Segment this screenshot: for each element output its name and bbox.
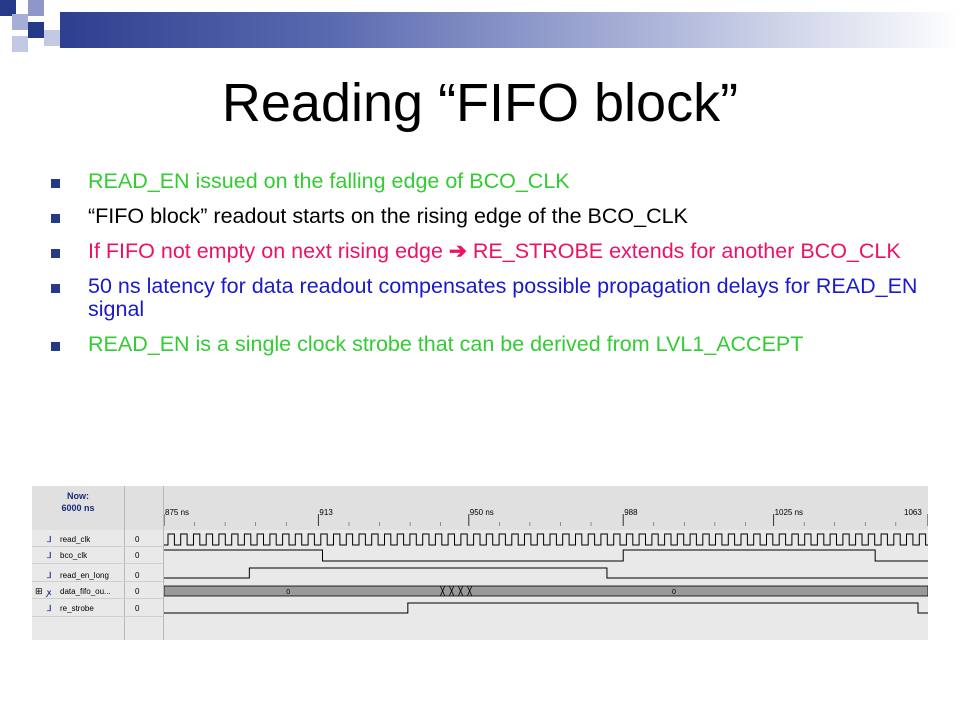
signal-name: data_fifo_ou...: [60, 587, 111, 596]
row-separator: [32, 581, 163, 582]
signal-row-read-en-long[interactable]: ⅃ read_en_long 0: [32, 568, 928, 583]
time-tick-label: 1025 ns: [774, 508, 804, 517]
signal-name: read_en_long: [60, 571, 109, 580]
row-separator: [32, 546, 163, 547]
bullet-text: READ_EN issued on the falling edge of BC…: [88, 169, 570, 193]
bullet-text-before: If FIFO not empty on next rising edge: [88, 239, 449, 263]
bullet-item: 50 ns latency for data readout compensat…: [48, 275, 928, 321]
bus-value-label: 0: [286, 589, 290, 596]
column-divider: [163, 486, 164, 640]
bullet-marker: [51, 249, 60, 258]
row-separator: [32, 616, 163, 617]
signal-row-read-clk[interactable]: ⅃ read_clk 0: [32, 532, 928, 547]
bullet-marker: [51, 284, 60, 293]
bullet-text: 50 ns latency for data readout compensat…: [88, 274, 918, 321]
bullet-list: READ_EN issued on the falling edge of BC…: [48, 170, 928, 368]
waveform-viewer[interactable]: Now: 6000 ns 875 ns 913 950 ns 988 1025 ns 10…: [32, 486, 928, 640]
read-clk-trace: [164, 533, 928, 546]
now-value: 6000 ns: [61, 503, 95, 513]
header-gradient-bar: [60, 12, 960, 48]
signal-row-data-fifo[interactable]: ⊞ ꭗ data_fifo_ou... 0: [32, 584, 928, 599]
row-separator: [32, 598, 163, 599]
re-strobe-trace: [164, 602, 928, 614]
bullet-text-after: RE_STROBE extends for another BCO_CLK: [466, 239, 901, 263]
data-bus-trace: [164, 585, 928, 597]
signal-value: 0: [135, 571, 140, 580]
time-tick-label: 988: [624, 508, 638, 517]
signal-row-bco-clk[interactable]: ⅃ bco_clk 0: [32, 548, 928, 563]
bullet-marker: [51, 179, 60, 188]
signal-name: bco_clk: [60, 551, 88, 560]
signal-value: 0: [135, 535, 140, 544]
bullet-marker: [51, 342, 60, 351]
time-tick-label: 1063: [904, 508, 922, 517]
time-tick-label: 875 ns: [165, 508, 190, 517]
read-en-long-trace: [164, 567, 928, 579]
signal-row-re-strobe[interactable]: ⅃ re_strobe 0: [32, 601, 928, 616]
signal-name: read_clk: [60, 535, 91, 544]
waveform-header: [32, 486, 928, 530]
bullet-item: READ_EN issued on the falling edge of BC…: [48, 170, 928, 193]
bus-transition: [457, 585, 464, 597]
slide-title: Reading “FIFO block”: [221, 73, 739, 133]
time-tick-label: 913: [319, 508, 333, 517]
arrow-icon: ➔: [448, 239, 467, 263]
bullet-text: “FIFO block” readout starts on the risin…: [88, 204, 688, 228]
now-indicator: Now: 6000 ns: [32, 490, 124, 514]
bus-transition: [439, 585, 446, 597]
now-label: Now:: [67, 491, 89, 501]
signal-icon: ⅃: [47, 535, 52, 544]
bus-transition: [448, 585, 455, 597]
bullet-item: READ_EN is a single clock strobe that ca…: [48, 333, 928, 356]
signal-value: 0: [135, 551, 140, 560]
bullet-marker: [51, 214, 60, 223]
bus-transition: [466, 585, 473, 597]
bullet-item: If FIFO not empty on next rising edge ➔ …: [48, 240, 928, 263]
signal-value: 0: [135, 604, 140, 613]
bus-icon: ꭗ: [47, 588, 52, 597]
signal-icon: ⅃: [47, 551, 52, 560]
signal-name: re_strobe: [60, 604, 94, 613]
row-separator: [32, 563, 163, 564]
signal-icon: ⅃: [47, 604, 52, 613]
signal-value: 0: [135, 587, 140, 596]
bullet-text: READ_EN is a single clock strobe that ca…: [88, 332, 804, 356]
time-tick-label: 950 ns: [469, 508, 494, 517]
bco-clk-trace: [164, 549, 928, 562]
signal-icon: ⅃: [47, 571, 52, 580]
expand-icon[interactable]: ⊞: [35, 586, 43, 596]
bus-value-label: 0: [672, 589, 676, 596]
bullet-item: “FIFO block” readout starts on the risin…: [48, 205, 928, 228]
